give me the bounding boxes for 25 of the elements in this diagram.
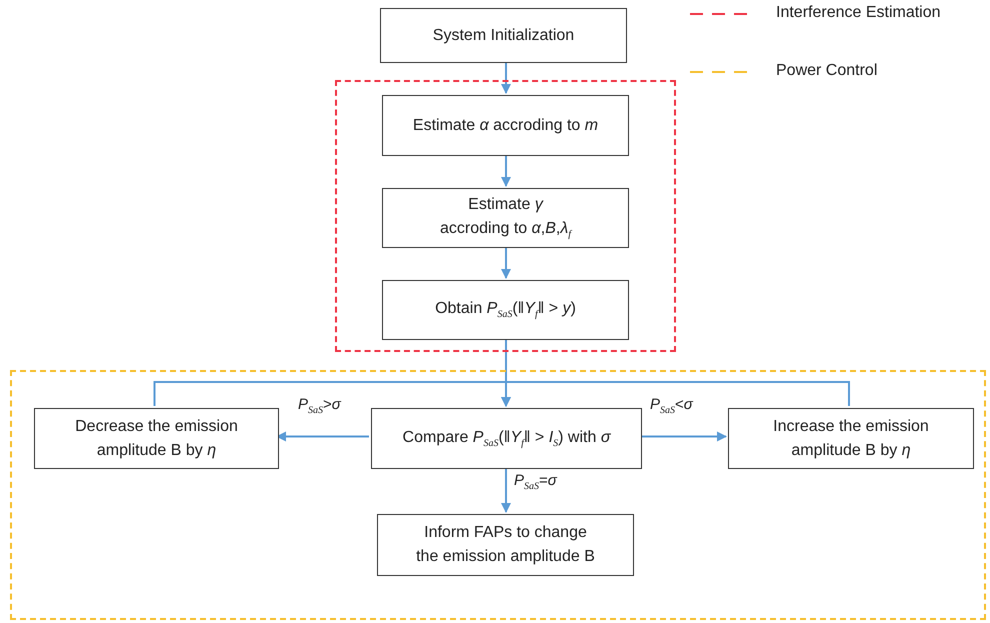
box-text: Obtain P$_{SaS}$(‖Y$_{f}$‖ > y) [434,299,577,323]
arrow [501,246,511,279]
dashed-group-box [10,370,986,620]
box-text: Estimate γ accroding to α,B,λ$_{f}$ [439,195,574,243]
edge-label: P$_{SaS}$<σ [648,396,695,416]
legend-text: Interference Estimation [776,4,941,22]
box-text: Decrease the emission amplitude B by η [74,416,239,460]
process-box [382,280,629,340]
arrow [501,467,511,513]
box-text: Estimate α accroding to m [412,116,600,136]
edge-label: P$_{SaS}$>σ [296,396,343,416]
process-box [371,408,642,469]
box-text: Compare P$_{SaS}$(‖Y$_{f}$‖ > I$_{S}$) with σ [402,428,612,452]
arrow [501,154,511,187]
box-text: System Initialization [432,26,576,46]
arrow [501,381,850,407]
box-text: Inform FAPs to change the emission amplitude B [415,523,596,567]
process-box [382,95,629,156]
legend-text: Power Control [776,62,878,80]
edge-label: P$_{SaS}$=σ [512,472,559,492]
arrow [501,63,511,94]
process-box [380,8,627,63]
dashed-group-box [335,80,676,352]
box-text: Increase the emission amplitude B by η [772,416,930,460]
arrow [640,432,727,442]
